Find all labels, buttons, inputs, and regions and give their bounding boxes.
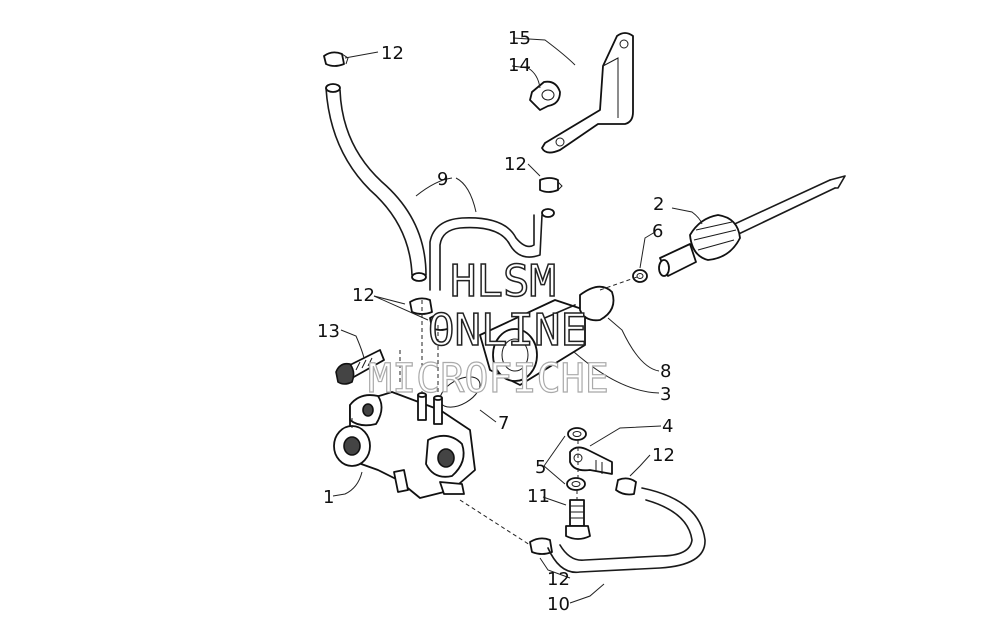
callout-1: 1	[323, 487, 334, 508]
callout-9: 9	[437, 169, 448, 190]
callout-15: 15	[508, 28, 531, 49]
callout-12-left: 12	[352, 285, 375, 306]
banjo-bolt-part	[565, 499, 591, 540]
housing-part	[479, 299, 586, 386]
clamp-part-bottom	[529, 537, 553, 555]
gasket-part	[579, 285, 615, 322]
bracket-part	[541, 32, 634, 154]
callout-14: 14	[508, 55, 531, 76]
drive-shaft-part	[658, 175, 846, 277]
callout-11: 11	[527, 486, 550, 507]
washer-part-lower	[566, 477, 586, 491]
clamp-part-left	[409, 297, 451, 331]
clamp-part-mid	[539, 177, 563, 193]
watermark-line-3: MICROFICHE	[368, 356, 609, 402]
callout-10: 10	[547, 594, 570, 615]
callout-4: 4	[662, 416, 673, 437]
clip-part	[529, 80, 561, 111]
callout-13: 13	[317, 321, 340, 342]
callout-6: 6	[652, 221, 663, 242]
callouts: 12 15 14 12 9 2 6 12 13 8 3 7 4 12 5 11 …	[317, 28, 675, 615]
watermark: HLSM ONLINE MICROFICHE	[367, 255, 609, 402]
upper-hose-part	[325, 83, 555, 291]
callout-5: 5	[535, 457, 546, 478]
callout-12-top: 12	[381, 43, 404, 64]
callout-12-bottom: 12	[547, 569, 570, 590]
banjo-fitting-part	[569, 446, 613, 475]
lower-hose-part	[547, 487, 706, 574]
callout-12-right: 12	[652, 445, 675, 466]
bolt-part-13	[335, 349, 385, 385]
oil-pump-part	[333, 391, 476, 499]
callout-8: 8	[660, 361, 671, 382]
leader-lines	[332, 37, 703, 604]
watermark-line-2: ONLINE	[428, 305, 587, 356]
clamp-part-right	[615, 477, 637, 496]
clamp-part-top	[323, 51, 349, 67]
callout-7: 7	[498, 413, 509, 434]
callout-2: 2	[653, 194, 664, 215]
washer-part-upper	[567, 427, 587, 441]
callout-12-mid: 12	[504, 154, 527, 175]
callout-3: 3	[660, 384, 671, 405]
watermark-line-1: HLSM	[450, 256, 556, 307]
